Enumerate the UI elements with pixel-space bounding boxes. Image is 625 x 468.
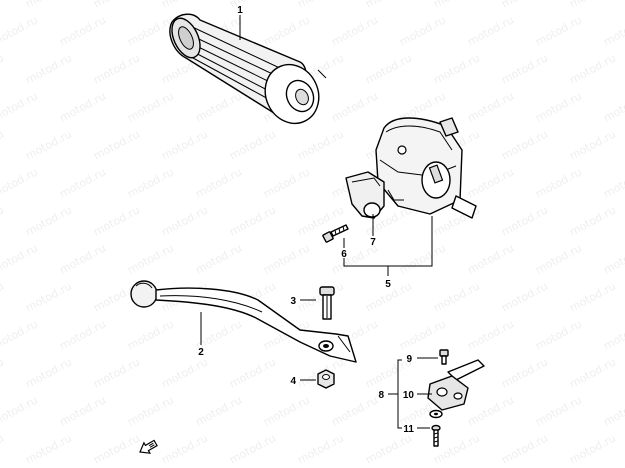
callout-3: 3 bbox=[290, 296, 296, 307]
callout-8: 8 bbox=[378, 390, 384, 401]
switch-lever[interactable] bbox=[345, 171, 385, 219]
callout-numbers: 1 2 3 4 5 6 7 8 9 10 11 bbox=[198, 5, 414, 435]
front-arrow-icon bbox=[139, 439, 158, 454]
callout-1: 1 bbox=[237, 5, 243, 16]
callout-6: 6 bbox=[341, 249, 347, 260]
callout-5: 5 bbox=[385, 279, 391, 290]
pivot-bolt[interactable] bbox=[319, 286, 335, 320]
leader-lines bbox=[200, 15, 438, 429]
handlebar-switch-assembly[interactable] bbox=[375, 117, 477, 219]
callout-11: 11 bbox=[403, 424, 414, 435]
switch-washer-screw[interactable] bbox=[429, 409, 443, 447]
brake-light-switch[interactable] bbox=[427, 359, 485, 411]
hand-lever[interactable] bbox=[130, 280, 357, 363]
lever-nut[interactable] bbox=[317, 369, 335, 389]
switch-screw[interactable] bbox=[322, 224, 349, 243]
callout-4: 4 bbox=[290, 376, 296, 387]
callout-7: 7 bbox=[370, 237, 376, 248]
callout-10: 10 bbox=[403, 390, 415, 401]
callout-2: 2 bbox=[198, 347, 204, 358]
throttle-grip[interactable] bbox=[166, 13, 328, 132]
stop-switch-screw[interactable] bbox=[439, 349, 449, 365]
callout-9: 9 bbox=[406, 354, 412, 365]
